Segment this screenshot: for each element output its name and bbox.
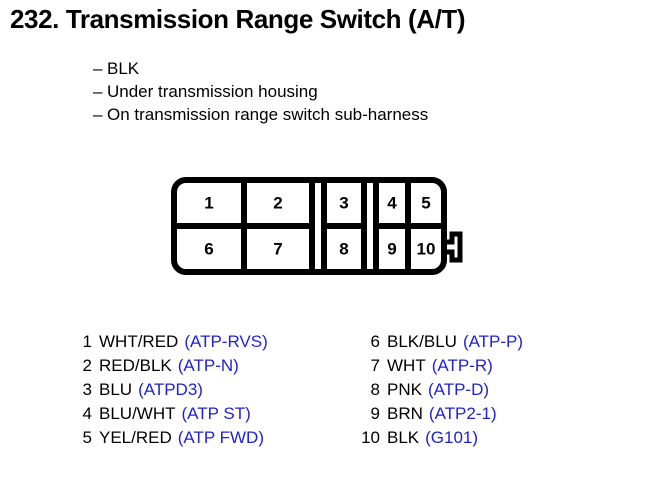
subtitle-list: – BLK – Under transmission housing – On … <box>93 57 428 126</box>
circuit-id-label: (ATP-N) <box>177 356 239 375</box>
pin-legend-column-left: 1 WHT/RED (ATP-RVS) 2 RED/BLK (ATP-N) 3 … <box>68 330 268 450</box>
dash-icon: – <box>93 105 103 124</box>
pin-legend-row: 2 RED/BLK (ATP-N) <box>68 354 268 378</box>
pin-number: 6 <box>370 332 380 351</box>
pin-legend-row: 5 YEL/RED (ATP FWD) <box>68 426 268 450</box>
pin-number: 1 <box>82 332 92 351</box>
pin-legend-row: 7 WHT (ATP-R) <box>356 354 523 378</box>
circuit-id-label: (ATP ST) <box>181 404 251 423</box>
pin-number: 5 <box>82 428 92 447</box>
wire-color-label: BRN <box>387 404 423 423</box>
circuit-id-label: (ATPD3) <box>138 380 203 399</box>
circuit-id-label: (ATP-P) <box>462 332 524 351</box>
connector-svg: 1 2 3 4 5 6 7 8 9 10 <box>171 177 463 275</box>
pin-cell-8: 8 <box>339 239 348 258</box>
pin-legend-column-right: 6 BLK/BLU (ATP-P) 7 WHT (ATP-R) 8 PNK (A… <box>356 330 523 450</box>
connector-diagram: 1 2 3 4 5 6 7 8 9 10 <box>168 172 478 280</box>
circuit-id-label: (ATP-R) <box>431 356 493 375</box>
pin-cell-6: 6 <box>204 239 213 258</box>
pin-cell-10: 10 <box>417 239 436 258</box>
pin-cell-7: 7 <box>273 239 282 258</box>
dash-icon: – <box>93 59 103 78</box>
circuit-id-label: (G101) <box>425 428 479 447</box>
subtitle-item-label: BLK <box>107 59 140 78</box>
circuit-id-label: (ATP2-1) <box>428 404 497 423</box>
subtitle-item: – BLK <box>93 57 428 80</box>
wire-color-label: BLU/WHT <box>99 404 176 423</box>
page-title: 232. Transmission Range Switch (A/T) <box>10 4 466 34</box>
pin-number: 9 <box>370 404 380 423</box>
circuit-id-label: (ATP FWD) <box>177 428 264 447</box>
pin-cell-3: 3 <box>339 193 348 212</box>
wire-color-label: YEL/RED <box>99 428 172 447</box>
pin-legend-row: 1 WHT/RED (ATP-RVS) <box>68 330 268 354</box>
pin-number: 10 <box>361 428 380 447</box>
pin-legend-row: 9 BRN (ATP2-1) <box>356 402 523 426</box>
subtitle-item-label: On transmission range switch sub-harness <box>107 105 429 124</box>
wire-color-label: WHT/RED <box>99 332 179 351</box>
dash-icon: – <box>93 82 103 101</box>
pin-number: 2 <box>82 356 92 375</box>
pin-cell-2: 2 <box>273 193 282 212</box>
wire-color-label: BLU <box>99 380 133 399</box>
pin-number: 3 <box>82 380 92 399</box>
circuit-id-label: (ATP-D) <box>427 380 490 399</box>
pin-cell-9: 9 <box>387 239 396 258</box>
pin-cell-5: 5 <box>421 193 430 212</box>
wire-color-label: RED/BLK <box>99 356 172 375</box>
pin-number: 4 <box>82 404 92 423</box>
pin-legend-row: 6 BLK/BLU (ATP-P) <box>356 330 524 354</box>
wire-color-label: BLK/BLU <box>387 332 457 351</box>
subtitle-item-label: Under transmission housing <box>107 82 318 101</box>
pin-cell-1: 1 <box>204 193 213 212</box>
wire-color-label: PNK <box>387 380 422 399</box>
pin-legend-row: 8 PNK (ATP-D) <box>356 378 523 402</box>
pin-legend-row: 10 BLK (G101) <box>356 426 523 450</box>
pin-legend-row: 3 BLU (ATPD3) <box>68 378 268 402</box>
subtitle-item: – Under transmission housing <box>93 80 428 103</box>
pin-legend-row: 4 BLU/WHT (ATP ST) <box>68 402 268 426</box>
wire-color-label: BLK <box>387 428 420 447</box>
pin-number: 7 <box>370 356 380 375</box>
pin-cell-4: 4 <box>387 193 397 212</box>
pin-number: 8 <box>370 380 380 399</box>
circuit-id-label: (ATP-RVS) <box>184 332 268 351</box>
subtitle-item: – On transmission range switch sub-harne… <box>93 103 428 126</box>
wire-color-label: WHT <box>387 356 426 375</box>
